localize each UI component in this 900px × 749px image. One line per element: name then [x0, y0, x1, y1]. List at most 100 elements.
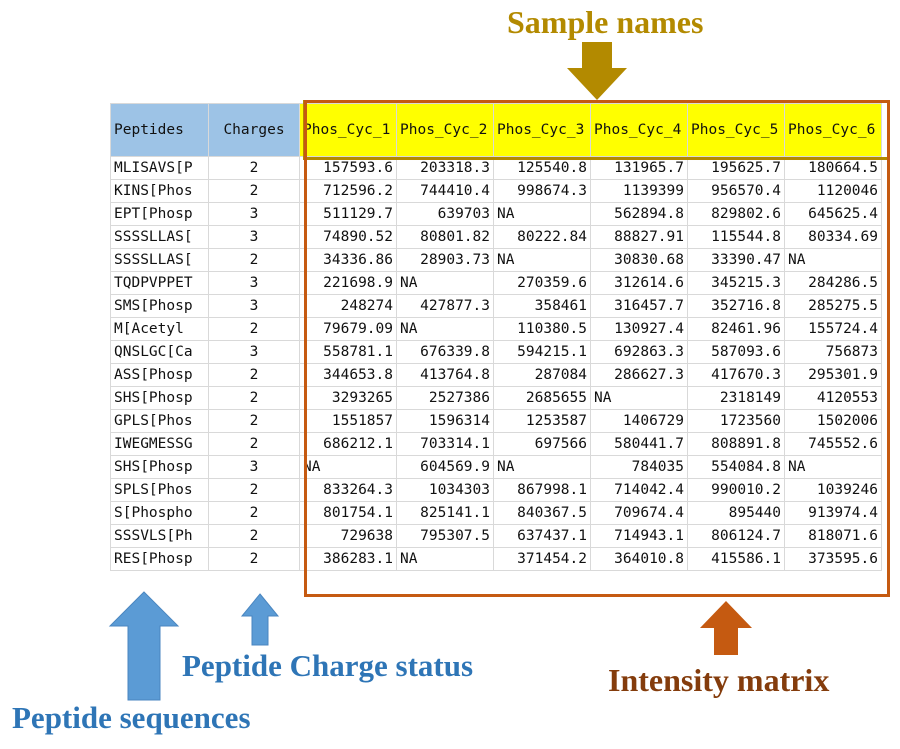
intensity-cell: 1723560: [687, 409, 785, 433]
intensity-cell: NA: [299, 455, 397, 479]
intensity-cell: 709674.4: [590, 501, 688, 525]
intensity-cell: 840367.5: [493, 501, 591, 525]
intensity-cell: 998674.3: [493, 179, 591, 203]
intensity-cell: 115544.8: [687, 225, 785, 249]
intensity-cell: 80222.84: [493, 225, 591, 249]
intensity-cell: NA: [590, 386, 688, 410]
charge-status-arrow-icon: [240, 593, 280, 646]
intensity-cell: 825141.1: [396, 501, 494, 525]
intensity-cell: 801754.1: [299, 501, 397, 525]
charge-cell: 2: [208, 501, 300, 525]
intensity-cell: 195625.7: [687, 156, 785, 180]
intensity-cell: 34336.86: [299, 248, 397, 272]
charge-cell: 3: [208, 340, 300, 364]
intensity-cell: 784035: [590, 455, 688, 479]
peptide-cell: MLISAVS[P: [110, 156, 209, 180]
intensity-cell: 221698.9: [299, 271, 397, 295]
intensity-cell: 373595.6: [784, 547, 882, 571]
charge-cell: 2: [208, 547, 300, 571]
intensity-cell: 4120553: [784, 386, 882, 410]
charge-cell: 2: [208, 432, 300, 456]
intensity-cell: 1406729: [590, 409, 688, 433]
intensity-cell: 2685655: [493, 386, 591, 410]
intensity-cell: 30830.68: [590, 248, 688, 272]
peptide-cell: QNSLGC[Ca: [110, 340, 209, 364]
peptide-cell: SHS[Phosp: [110, 386, 209, 410]
peptide-sequences-label: Peptide sequences: [12, 700, 251, 735]
intensity-cell: 604569.9: [396, 455, 494, 479]
peptide-cell: RES[Phosp: [110, 547, 209, 571]
intensity-cell: 295301.9: [784, 363, 882, 387]
intensity-cell: 286627.3: [590, 363, 688, 387]
intensity-cell: 287084: [493, 363, 591, 387]
intensity-cell: 913974.4: [784, 501, 882, 525]
peptide-cell: GPLS[Phos: [110, 409, 209, 433]
intensity-cell: 558781.1: [299, 340, 397, 364]
intensity-cell: 1596314: [396, 409, 494, 433]
intensity-cell: 125540.8: [493, 156, 591, 180]
intensity-cell: 130927.4: [590, 317, 688, 341]
intensity-cell: 744410.4: [396, 179, 494, 203]
peptide-cell: S[Phospho: [110, 501, 209, 525]
peptide-cell: IWEGMESSG: [110, 432, 209, 456]
peptide-cell: SSSSLLAS[: [110, 248, 209, 272]
peptide-cell: EPT[Phosp: [110, 202, 209, 226]
intensity-cell: 427877.3: [396, 294, 494, 318]
intensity-cell: 637437.1: [493, 524, 591, 548]
intensity-cell: 562894.8: [590, 202, 688, 226]
intensity-cell: 645625.4: [784, 202, 882, 226]
intensity-cell: 79679.09: [299, 317, 397, 341]
intensity-cell: 371454.2: [493, 547, 591, 571]
charge-cell: 3: [208, 202, 300, 226]
intensity-cell: 697566: [493, 432, 591, 456]
intensity-cell: 676339.8: [396, 340, 494, 364]
intensity-cell: 364010.8: [590, 547, 688, 571]
sample-name-header: Phos_Cyc_1: [299, 103, 397, 157]
charge-cell: 3: [208, 225, 300, 249]
intensity-cell: 829802.6: [687, 202, 785, 226]
sample-name-header: Phos_Cyc_4: [590, 103, 688, 157]
peptide-cell: KINS[Phos: [110, 179, 209, 203]
charges-header: Charges: [208, 103, 300, 157]
sample-name-header: Phos_Cyc_3: [493, 103, 591, 157]
charge-cell: 2: [208, 248, 300, 272]
intensity-cell: 2318149: [687, 386, 785, 410]
intensity-cell: 386283.1: [299, 547, 397, 571]
intensity-matrix-label: Intensity matrix: [608, 662, 830, 698]
intensity-cell: NA: [493, 248, 591, 272]
peptide-cell: TQDPVPPET: [110, 271, 209, 295]
intensity-cell: 895440: [687, 501, 785, 525]
intensity-cell: 1139399: [590, 179, 688, 203]
intensity-cell: 806124.7: [687, 524, 785, 548]
intensity-cell: 80801.82: [396, 225, 494, 249]
peptide-cell: SPLS[Phos: [110, 478, 209, 502]
charge-status-label: Peptide Charge status: [182, 648, 474, 683]
intensity-cell: 203318.3: [396, 156, 494, 180]
intensity-cell: 580441.7: [590, 432, 688, 456]
intensity-cell: 1120046: [784, 179, 882, 203]
peptide-cell: SHS[Phosp: [110, 455, 209, 479]
intensity-cell: 413764.8: [396, 363, 494, 387]
peptide-cell: SSSSLLAS[: [110, 225, 209, 249]
peptide-cell: SMS[Phosp: [110, 294, 209, 318]
peptide-sequences-arrow-icon: [108, 591, 180, 701]
charge-cell: 2: [208, 363, 300, 387]
intensity-cell: 729638: [299, 524, 397, 548]
intensity-cell: 956570.4: [687, 179, 785, 203]
sample-name-header: Phos_Cyc_5: [687, 103, 785, 157]
intensity-cell: NA: [396, 317, 494, 341]
intensity-cell: 795307.5: [396, 524, 494, 548]
intensity-cell: 745552.6: [784, 432, 882, 456]
intensity-cell: NA: [493, 202, 591, 226]
